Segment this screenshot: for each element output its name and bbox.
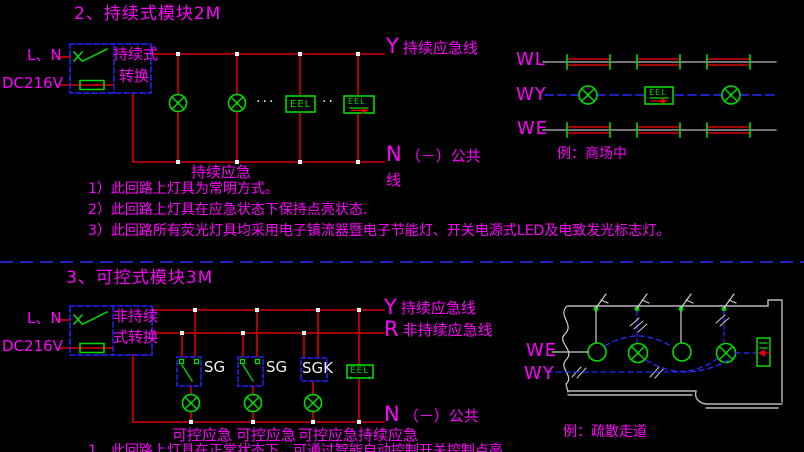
eel-sign-label: EEL	[649, 88, 667, 97]
lamp-icon	[587, 342, 607, 362]
section3-note-clipped: 1、此回路上灯具在正常状态下，可通过智能自动控制开关控制点亮	[88, 443, 503, 452]
fuse-icon	[79, 342, 105, 354]
emergency-lamp-icon	[181, 393, 201, 413]
break-line-icon	[562, 305, 570, 393]
corridor-caption: 例：疏散走道	[563, 424, 647, 440]
section2-note-3: 3）此回路所有荧光灯具均采用电子镇流器暨电子节能灯、开关电源式LED及电致发光标…	[88, 223, 671, 239]
switch-leg-icon	[595, 293, 737, 309]
emergency-lamp-icon	[243, 393, 263, 413]
ellipsis: ···	[256, 94, 276, 110]
corridor-example-drawing	[546, 293, 783, 409]
eel-luminaire-icon	[285, 95, 316, 113]
wy-dashed-route	[546, 335, 758, 373]
switch-contact-icon	[178, 358, 261, 382]
controllable-circuit	[56, 305, 385, 424]
section2-note-2: 2）此回路上灯具在应急状态下保持点亮状态.	[88, 202, 368, 218]
module-box	[69, 305, 153, 356]
section2-module-label-1: 持续式	[113, 45, 159, 63]
r-text: 非持续应急线	[402, 321, 493, 339]
section2-module-label-2: 转换	[119, 67, 150, 85]
y-letter: Y	[384, 295, 397, 319]
section2-dc-label: DC216V	[2, 74, 63, 92]
section2-y-wire-label: Y 持续应急线	[386, 34, 478, 58]
r-letter: R	[384, 317, 399, 341]
emergency-lamp-icon	[578, 85, 598, 105]
section2-n-wire-label-2: 线	[386, 171, 402, 189]
sg2-label: SG	[266, 358, 288, 376]
changeover-switch-icon	[72, 310, 109, 326]
section3-module-label-2: 式转换	[113, 328, 159, 346]
wy-label: WY	[524, 363, 555, 384]
branch1-label: 可控应急	[172, 426, 233, 444]
section2-note-1: 1）此回路上灯具为常明方式。	[88, 181, 279, 197]
emergency-lamp-icon	[227, 93, 247, 113]
switch-box-sg1	[176, 356, 202, 387]
n-letter: N	[384, 402, 400, 426]
drop-wire-dashed	[636, 310, 725, 345]
emergency-lamp-icon	[168, 93, 188, 113]
section3-n-wire-label: N （－）公共	[384, 402, 479, 426]
switch-box-sg2	[237, 356, 264, 387]
emergency-lamp-icon	[303, 393, 323, 413]
switch-box-sgk	[300, 357, 328, 382]
emergency-lamp-icon	[721, 85, 741, 105]
y-letter: Y	[386, 34, 399, 58]
section2-ln-label: L、N	[27, 46, 62, 64]
n-letter: N	[386, 142, 402, 166]
sgk-label: SGK	[302, 359, 333, 377]
lamp-icon	[672, 342, 692, 362]
section3-r-wire-label: R 非持续应急线	[384, 317, 493, 341]
eel-sign-label: EEL	[348, 97, 366, 106]
junction-node	[180, 308, 361, 424]
section3-title: 3、可控式模块3M	[66, 268, 214, 288]
module-box	[69, 43, 152, 94]
branch2-label: 可控应急	[236, 426, 297, 444]
branch3-label: 可控应急持续应急	[298, 426, 419, 444]
y-text: 持续应急线	[400, 299, 476, 317]
connection-dot	[593, 306, 727, 312]
eel-luminaire-icon	[346, 364, 374, 379]
section2-title: 2、持续式模块2M	[74, 4, 222, 24]
section2-branch-label: 持续应急	[191, 163, 252, 181]
eel-exit-sign-icon	[343, 95, 375, 114]
section3-ln-label: L、N	[27, 309, 62, 327]
fluorescent-fixture-icon	[566, 54, 751, 138]
junction-node	[176, 52, 360, 164]
exit-sign-icon	[756, 337, 771, 367]
emergency-lamp-icon	[627, 342, 649, 364]
wy-label: WY	[516, 84, 547, 105]
y-text: 持续应急线	[402, 39, 478, 57]
eel-exit-sign-icon	[644, 86, 674, 105]
wire-count-ticks	[571, 314, 730, 379]
drop-wire	[595, 310, 682, 344]
maintained-circuit	[56, 43, 385, 164]
n-text: （－）公共	[403, 407, 479, 425]
fuse-icon	[79, 79, 105, 91]
section3-y-wire-label: Y 持续应急线	[384, 295, 476, 319]
sg1-label: SG	[204, 358, 226, 376]
we-label: WE	[517, 118, 549, 139]
section3-module-label-1: 非持续	[113, 307, 159, 325]
wire-red	[56, 53, 385, 163]
eel-label: EEL	[290, 99, 312, 110]
ellipsis: ··	[322, 94, 335, 110]
section3-dc-label: DC216V	[2, 337, 63, 355]
changeover-switch-icon	[72, 47, 109, 63]
corridor-walls	[567, 299, 783, 409]
mall-example-drawing	[542, 54, 777, 138]
mall-caption: 例：商场中	[557, 146, 627, 162]
section2-n-wire-label: N （－）公共	[386, 142, 481, 166]
n-text: （－）公共	[405, 147, 481, 165]
emergency-lamp-icon	[715, 342, 737, 364]
eel-label: EEL	[350, 366, 370, 376]
we-label: WE	[526, 340, 558, 361]
wl-label: WL	[516, 49, 546, 70]
